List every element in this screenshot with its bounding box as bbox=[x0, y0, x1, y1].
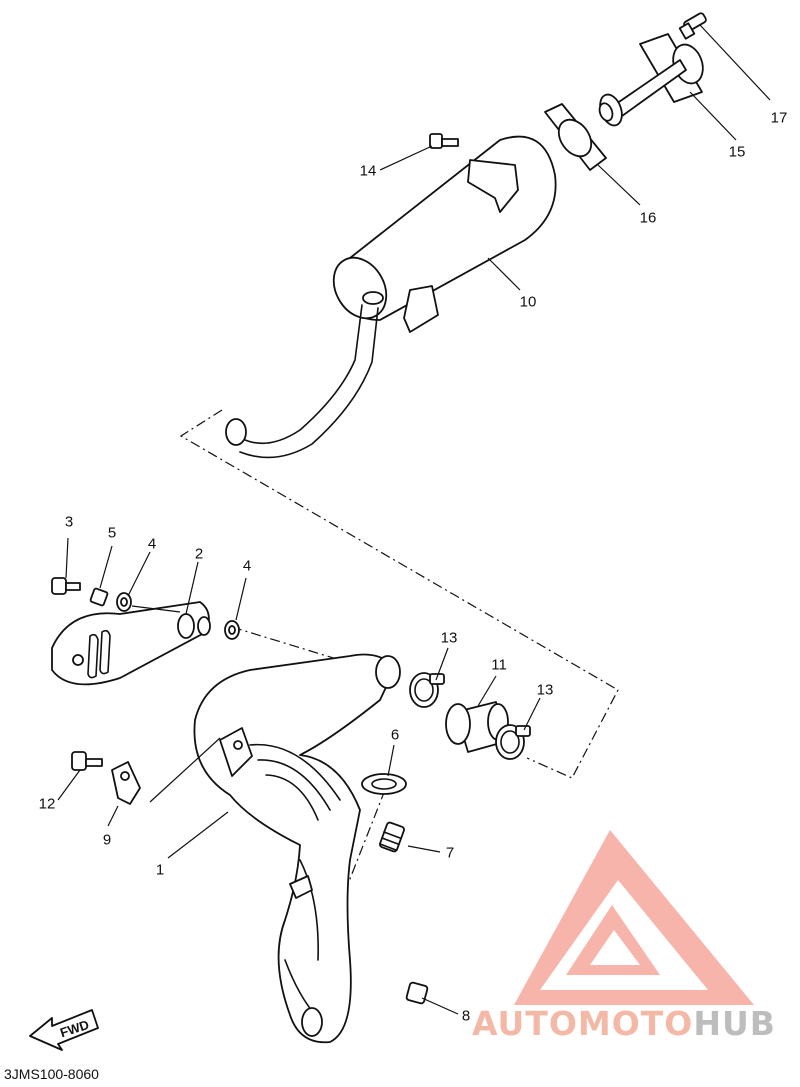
gasket-16 bbox=[544, 103, 607, 171]
watermark-logo bbox=[514, 830, 754, 1005]
group-outline bbox=[179, 409, 619, 961]
bolt-3 bbox=[51, 577, 81, 595]
joint-12 bbox=[445, 701, 509, 753]
callout-5: 5 bbox=[107, 524, 117, 542]
callout-1: 1 bbox=[155, 861, 165, 879]
callout-17: 17 bbox=[770, 109, 788, 127]
callout-14: 14 bbox=[359, 162, 377, 180]
callout-10: 12 bbox=[38, 795, 56, 813]
callout-12: 11 bbox=[491, 656, 507, 674]
watermark-text-part1: AUTOMOTO bbox=[472, 1004, 694, 1043]
bracket-2 bbox=[51, 601, 211, 686]
washer-4a bbox=[116, 592, 132, 612]
damper-7 bbox=[379, 821, 405, 853]
callout-4b: 4 bbox=[242, 557, 252, 575]
callout-8: 8 bbox=[461, 1007, 471, 1025]
bolt-17 bbox=[678, 12, 707, 40]
nut-5 bbox=[89, 587, 109, 607]
clamp-13b bbox=[495, 724, 531, 760]
callout-6: 6 bbox=[390, 726, 400, 744]
callout-13b: 13 bbox=[536, 681, 554, 699]
callout-3: 3 bbox=[64, 513, 74, 531]
nut-8 bbox=[405, 981, 429, 1005]
callout-13a: 13 bbox=[440, 629, 458, 647]
callout-2: 2 bbox=[194, 545, 204, 563]
fwd-arrow-icon: FWD bbox=[29, 1009, 99, 1051]
callout-15: 15 bbox=[728, 143, 746, 161]
callout-16: 16 bbox=[639, 209, 657, 227]
exhaust-pipe-1 bbox=[193, 653, 401, 1044]
bolt-10 bbox=[71, 751, 103, 771]
washer-4b bbox=[224, 620, 240, 640]
watermark-text-part2: HUB bbox=[693, 1004, 776, 1043]
callout-9: 9 bbox=[102, 831, 112, 849]
tail-cap-15 bbox=[598, 33, 704, 127]
diagram-code: 3JMS100-8060 bbox=[4, 1066, 99, 1082]
muffler-11 bbox=[225, 135, 557, 459]
clamp-13a bbox=[409, 672, 445, 708]
grommet-6 bbox=[361, 773, 407, 795]
watermark-text: AUTOMOTOHUB bbox=[472, 1004, 776, 1043]
callout-11: 10 bbox=[519, 293, 537, 311]
bolt-14 bbox=[429, 133, 459, 149]
leader-lines bbox=[57, 24, 771, 1015]
callout-4a: 4 bbox=[147, 535, 157, 553]
stay-9 bbox=[111, 761, 141, 805]
callout-7: 7 bbox=[445, 844, 455, 862]
